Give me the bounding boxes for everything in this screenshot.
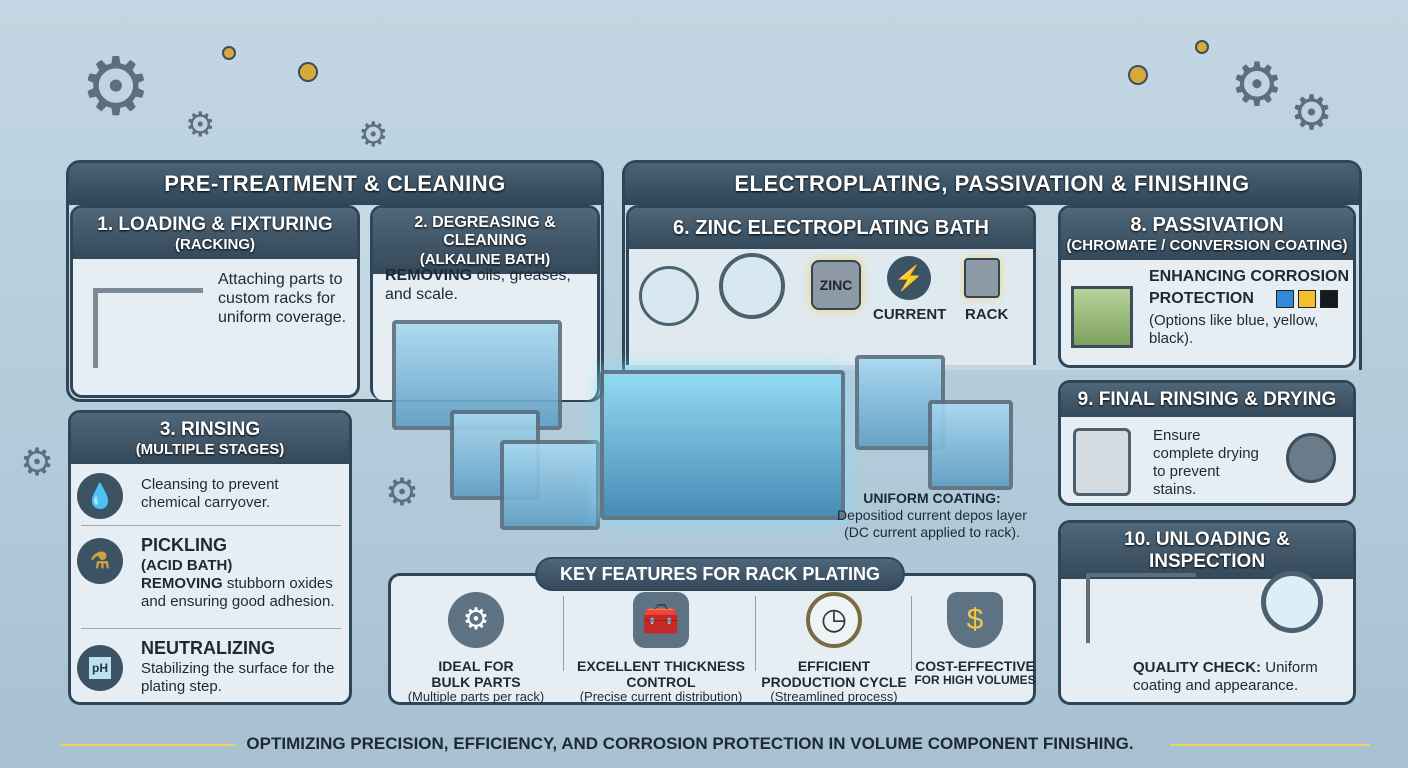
- clock-icon: ◷: [806, 592, 862, 648]
- passivation-tank-icon: [1071, 286, 1133, 348]
- inspection-rack-icon: [1086, 573, 1196, 643]
- electroplating-tank: [600, 370, 845, 520]
- molecule-circle-icon: [639, 266, 699, 326]
- step2-title: 2. DEGREASING & CLEANING: [414, 214, 556, 250]
- molecule-icon: [1128, 65, 1148, 85]
- step1-card: 1. LOADING & FIXTURING(RACKING) Attachin…: [70, 205, 360, 398]
- step9-card: 9. FINAL RINSING & DRYING Ensure complet…: [1058, 380, 1356, 506]
- pickling-heading: PICKLING: [141, 535, 228, 555]
- gear-icon: ⚙: [1290, 87, 1334, 140]
- step8-card: 8. PASSIVATION(CHROMATE / CONVERSION COA…: [1058, 205, 1356, 368]
- gear-icon: ⚙: [358, 116, 389, 154]
- rack-label: RACK: [965, 306, 1009, 323]
- step10-title: 10. UNLOADING & INSPECTION: [1061, 523, 1353, 579]
- step2-subtitle: (ALKALINE BATH): [419, 250, 551, 268]
- step8-subtitle: (CHROMATE / CONVERSION COATING): [1066, 237, 1348, 254]
- uniform-coating-heading: UNIFORM COATING:: [863, 490, 1001, 506]
- step1-subtitle: (RACKING): [175, 235, 255, 253]
- neutralizing-text: Stabilizing the surface for the plating …: [141, 659, 335, 695]
- passivation-heading2: PROTECTION: [1149, 290, 1254, 307]
- gear-icon: ⚙: [20, 442, 55, 484]
- shield-dollar-icon: $: [947, 592, 1003, 648]
- gear-icon: ⚙: [1230, 51, 1284, 118]
- gear-icon: ⚙: [185, 106, 216, 144]
- gear-icon: ⚙: [448, 592, 504, 648]
- passivation-text: (Options like blue, yellow, black).: [1149, 312, 1319, 347]
- rinse-tank: [500, 440, 600, 530]
- step9-text: Ensure complete drying to prevent stains…: [1153, 427, 1259, 498]
- rinse-text: Cleansing to prevent chemical carryover.: [141, 476, 279, 511]
- gear-icon: ⚙: [80, 42, 152, 131]
- step1-title: 1. LOADING & FIXTURING: [97, 214, 333, 235]
- molecule-icon: [222, 46, 236, 60]
- footer-line: [60, 744, 235, 746]
- step1-text: Attaching parts to custom racks for unif…: [218, 271, 347, 327]
- molecule-icon: [1195, 40, 1209, 54]
- swatch-black: [1319, 290, 1338, 308]
- divider: [81, 525, 341, 526]
- uniform-coating-text2: (DC current applied to rack).: [844, 523, 1020, 540]
- swatch-blue: [1275, 290, 1294, 308]
- step6-title: 6. ZINC ELECTROPLATING BATH: [629, 208, 1033, 249]
- zinc-icon: ZINC: [811, 260, 861, 310]
- pretreatment-title: PRE-TREATMENT & CLEANING: [69, 163, 601, 205]
- pickling-text: stubborn oxides and ensuring good adhesi…: [141, 574, 335, 610]
- gear-icon: ⚙: [385, 472, 420, 514]
- molecule-icon: [298, 62, 318, 82]
- rinse-tank: [928, 400, 1013, 490]
- step2-text: REMOVING oils, greases, and scale.: [385, 267, 571, 304]
- washing-machine-icon: [1073, 428, 1131, 496]
- toolbox-icon: 🧰: [633, 592, 689, 648]
- step9-title: 9. FINAL RINSING & DRYING: [1061, 383, 1353, 417]
- neutralizing-heading: NEUTRALIZING: [141, 638, 275, 658]
- passivation-heading: ENHANCING CORROSION: [1149, 268, 1350, 285]
- step3-subtitle: (MULTIPLE STAGES): [135, 440, 285, 458]
- step6-card: 6. ZINC ELECTROPLATING BATH ZINC ⚡ CURRE…: [626, 205, 1036, 365]
- dryer-icon: [1286, 433, 1336, 483]
- magnifying-glass-icon: [1261, 571, 1323, 633]
- uniform-coating-text: Depositiod current depos layer: [837, 506, 1027, 523]
- water-drop-icon: 💧: [77, 473, 123, 519]
- divider: [81, 628, 341, 629]
- step3-card: 3. RINSING(MULTIPLE STAGES) 💧 Cleansing …: [68, 410, 352, 705]
- features-title: KEY FEATURES FOR RACK PLATING: [535, 557, 905, 591]
- flask-icon: ⚗: [77, 538, 123, 584]
- step3-title: 3. RINSING: [159, 419, 261, 440]
- step8-title: 8. PASSIVATION: [1130, 214, 1284, 236]
- rack-hand-icon: [93, 288, 203, 368]
- rack-icon: [964, 258, 1000, 298]
- pickling-subheading: (ACID BATH): [141, 556, 233, 574]
- step10-card: 10. UNLOADING & INSPECTION QUALITY CHECK…: [1058, 520, 1356, 705]
- electroplating-title: ELECTROPLATING, PASSIVATION & FINISHING: [625, 163, 1359, 205]
- ph-beaker-icon: pH: [77, 645, 123, 691]
- lightning-icon: ⚡: [887, 256, 931, 300]
- step10-text: QUALITY CHECK: Uniform coating and appea…: [1133, 659, 1318, 694]
- footer-tagline: OPTIMIZING PRECISION, EFFICIENCY, AND CO…: [246, 734, 1134, 753]
- footer-line: [1170, 744, 1370, 746]
- magnifier-molecule-icon: [719, 253, 785, 319]
- current-label: CURRENT: [873, 306, 947, 323]
- swatch-yellow: [1297, 290, 1316, 308]
